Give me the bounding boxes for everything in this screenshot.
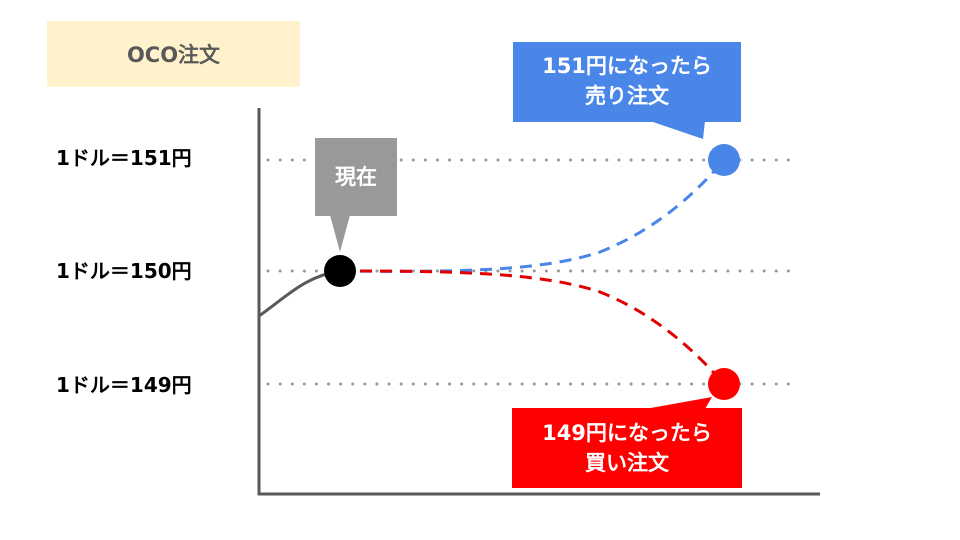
buy-callout (512, 397, 742, 488)
current-point (324, 255, 356, 287)
current-callout (315, 138, 397, 252)
buy-point (708, 368, 740, 400)
y-label-149: 1ドル＝149円 (56, 373, 192, 397)
y-label-151: 1ドル＝151円 (56, 146, 192, 170)
grid-lines (266, 158, 802, 386)
buy-callout-text: 149円になったら 買い注文 (512, 418, 742, 478)
current-callout-text: 現在 (335, 165, 377, 189)
sell-callout (513, 42, 741, 139)
sell-callout-line1: 151円になったら (542, 54, 712, 78)
buy-path-line (339, 269, 726, 385)
diagram-title: OCO注文 (47, 21, 300, 87)
buy-callout-line2: 買い注文 (585, 451, 669, 475)
title-text: OCO注文 (126, 43, 221, 67)
buy-callout-line1: 149円になったら (542, 421, 712, 445)
sell-point (708, 144, 740, 176)
y-label-150: 1ドル＝150円 (56, 259, 192, 283)
sell-path-line (339, 159, 726, 273)
sell-callout-line2: 売り注文 (585, 84, 669, 108)
sell-callout-text: 151円になったら 売り注文 (513, 51, 741, 111)
